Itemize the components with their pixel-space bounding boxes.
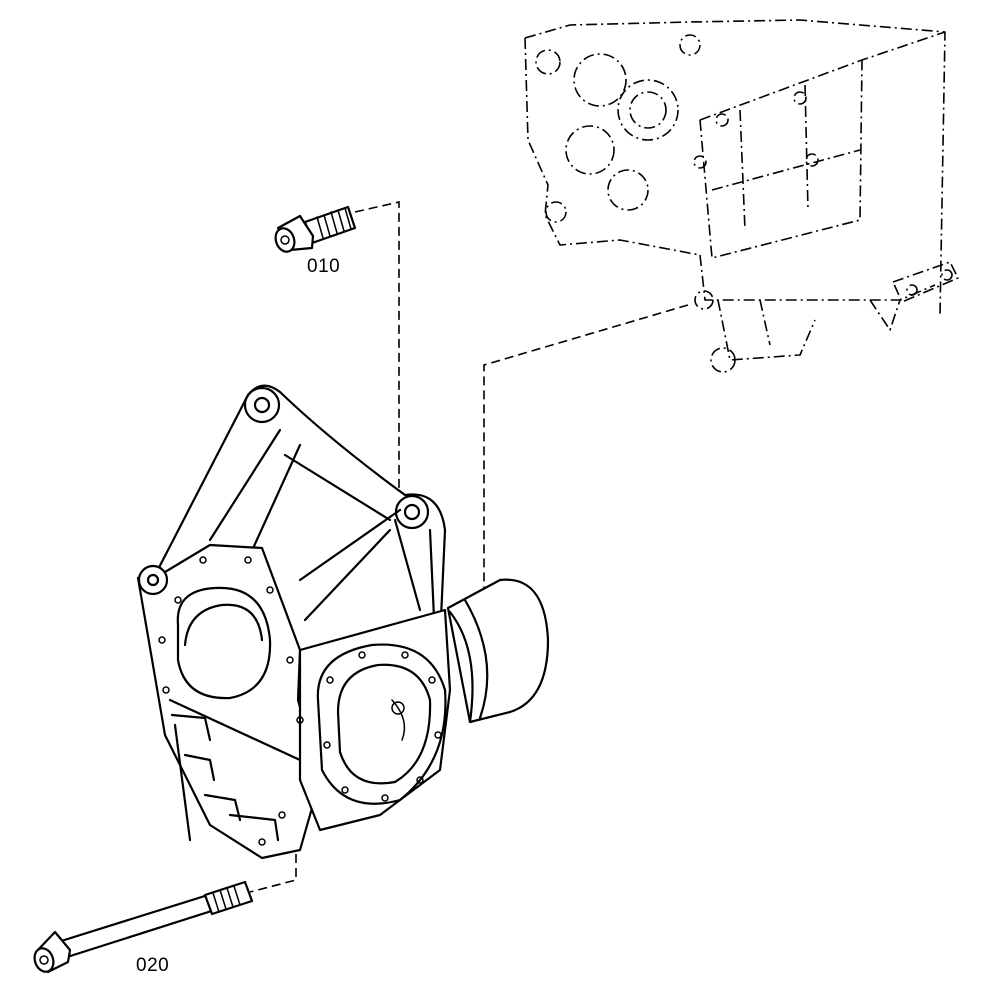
bolt-020	[33, 880, 254, 974]
bolt-010	[274, 205, 357, 253]
part-number-label: 010	[307, 256, 341, 277]
assembly-guide-lines	[249, 200, 689, 893]
housing-casting	[136, 384, 550, 860]
part-number-label: 020	[136, 955, 170, 976]
engine-block-phantom	[524, 19, 959, 373]
flange-bolt-holes	[158, 556, 442, 846]
